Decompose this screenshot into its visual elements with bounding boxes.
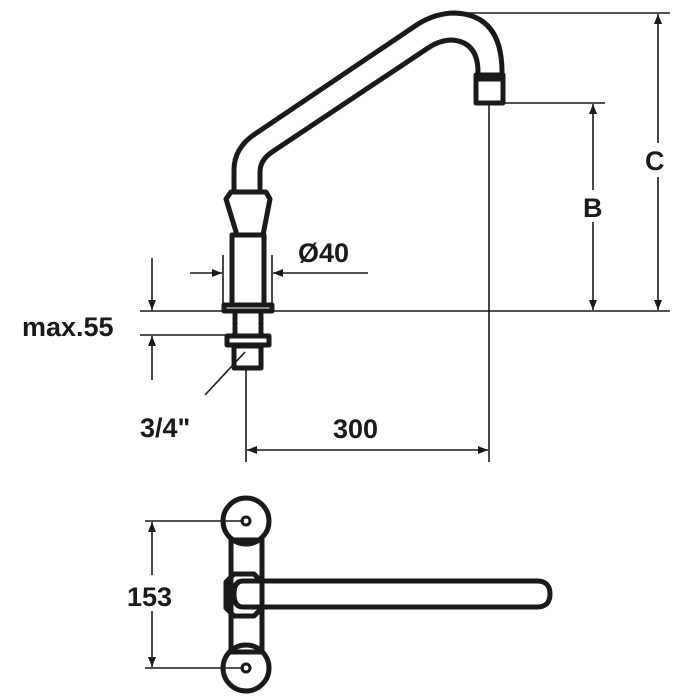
reach-label: 300 <box>333 414 378 444</box>
reach-dimension: 300 <box>245 103 490 462</box>
height-b-dimension: B <box>503 102 606 310</box>
height-c-label: C <box>645 146 665 176</box>
hole-spacing-dimension: 153 <box>125 520 244 669</box>
faucet-body <box>221 189 275 371</box>
max-depth-label: max.55 <box>22 312 114 342</box>
thread-callout: 3/4" <box>140 351 246 443</box>
faucet-top-view <box>220 495 553 694</box>
thread-label: 3/4" <box>140 413 190 443</box>
height-c-dimension: C <box>445 12 672 310</box>
max-depth-dimension: max.55 <box>22 258 228 380</box>
diameter-label: Ø40 <box>298 238 349 268</box>
diameter-dimension: Ø40 <box>190 238 368 305</box>
height-b-label: B <box>583 193 603 223</box>
spout-side-view <box>231 10 506 195</box>
hole-spacing-label: 153 <box>127 582 172 612</box>
